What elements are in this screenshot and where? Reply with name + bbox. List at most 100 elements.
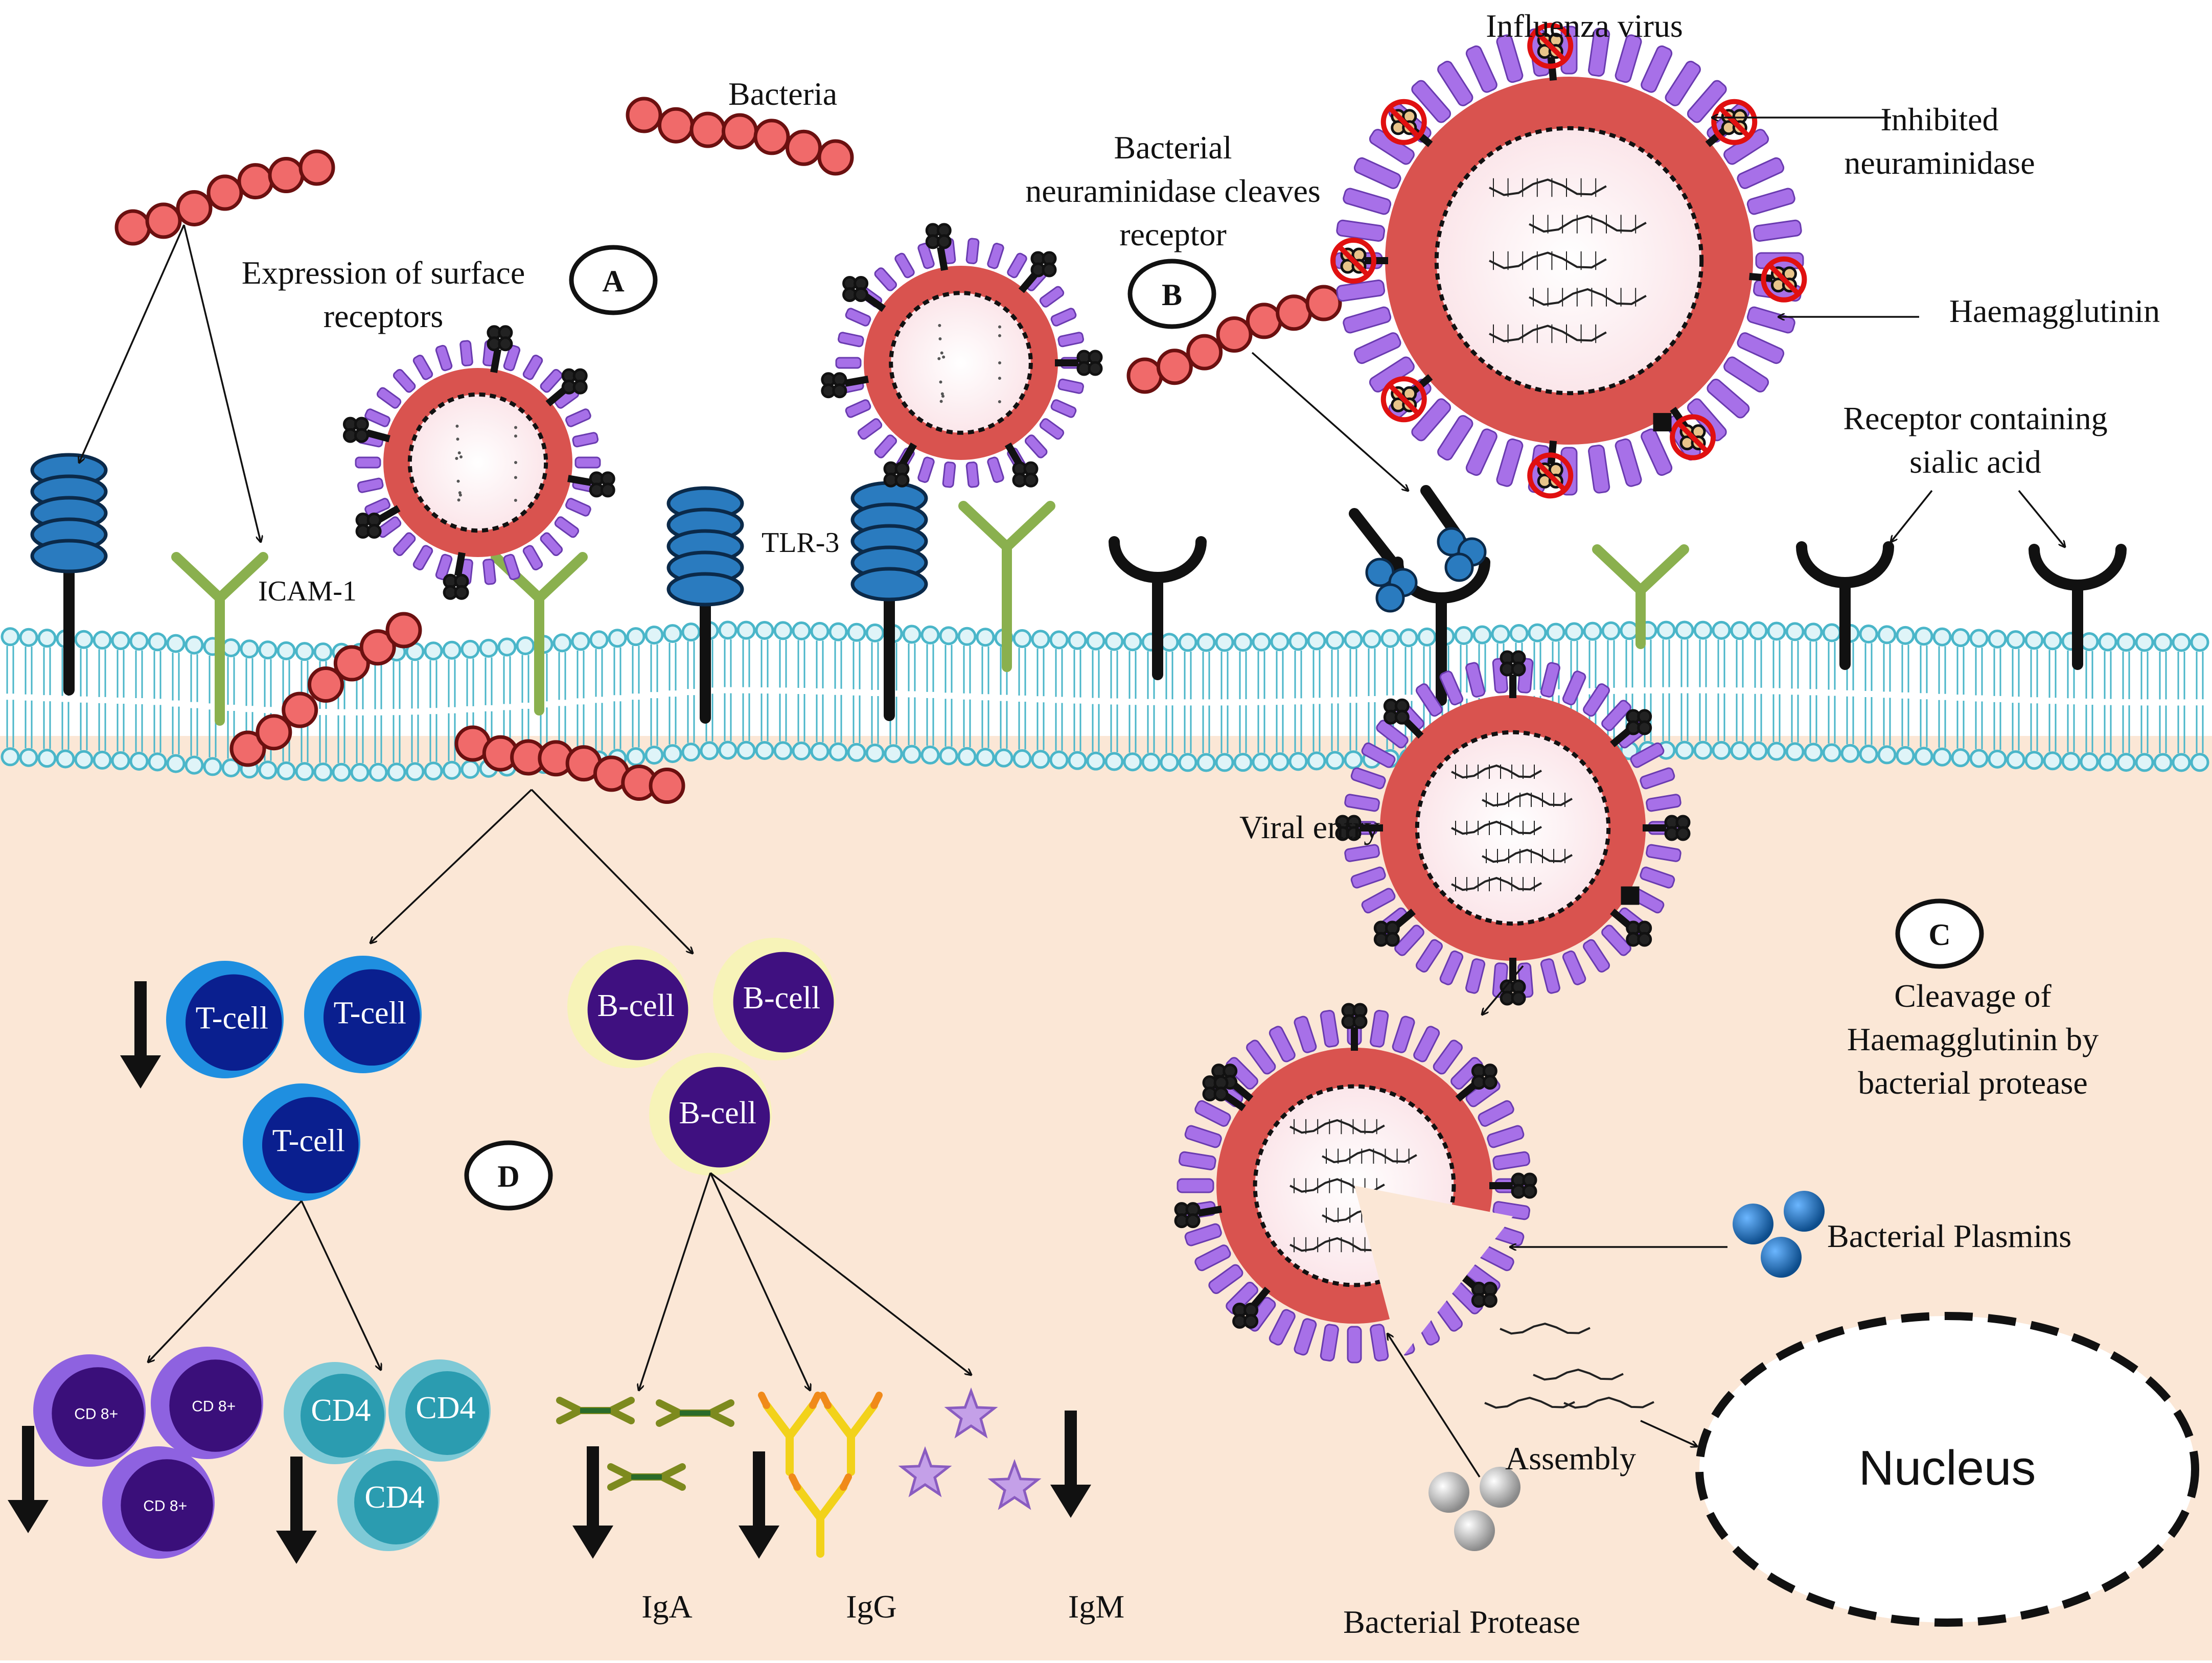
label-iga: IgA [641,1588,693,1625]
b-cell-3-label: B-cell [679,1096,757,1130]
arrow-to-tcells [371,789,533,943]
label-protease: Bacterial Protease [1343,1604,1580,1640]
b-cell-2-label: B-cell [743,981,821,1015]
marker-a: A [569,245,658,315]
down-arrow-cd8 [8,1426,49,1533]
svg-text:C: C [1928,918,1950,952]
cd4-cell-3-label: CD4 [364,1480,424,1515]
label-receptor-2: sialic acid [1909,444,2041,480]
label-receptor-1: Receptor containing [1843,400,2107,436]
label-tlr3: TLR-3 [762,527,839,559]
svg-text:B: B [1162,278,1182,312]
label-bacteria: Bacteria [728,76,837,112]
label-viral-entry: Viral entry [1239,809,1380,845]
igm-2 [898,1446,952,1497]
arrow-assembly [1640,1420,1697,1446]
arrow-receptor-right [2018,490,2065,547]
cd8-cell-3-label: CD 8+ [143,1498,187,1515]
decrease-arrows [8,981,1091,1564]
nucleus-shape [1695,1312,2199,1627]
virus-particles [342,22,1807,1409]
label-expression-2: receptors [324,298,444,334]
cd8-cell-2-label: CD 8+ [192,1398,236,1415]
marker-b: B [1127,259,1216,329]
bacteria-chain-membrane-2 [454,725,685,804]
label-plasmins: Bacterial Plasmins [1827,1218,2071,1254]
svg-text:D: D [497,1160,519,1193]
nucleus-label: Nucleus [1859,1441,2036,1495]
bacteria-chain-b [1126,285,1342,394]
arrow-protease [1388,1334,1481,1477]
sialic-receptor-3 [1796,541,1894,670]
label-bact-neur-2: neuraminidase cleaves [1025,173,1321,209]
bacteria-chain-left [114,149,335,246]
arrow-bacteria-icam [183,224,261,542]
cd4-cell-1-label: CD4 [311,1393,371,1428]
arrow-entry-to-cleaved [1482,965,1524,1014]
label-icam: ICAM-1 [258,575,357,607]
label-igm: IgM [1068,1588,1124,1625]
influenza-virus [1330,22,1807,499]
cd4-cell-3: CD4 [337,1449,440,1551]
t-cell-2: T-cell [304,956,422,1073]
tlr-receptor-3 [850,481,928,721]
arrow-bcell-iga [639,1172,711,1390]
t-cell-1: T-cell [166,961,284,1078]
igg-2 [819,1392,883,1476]
label-igg: IgG [846,1588,897,1625]
virus-cleavage [1174,1003,1537,1364]
bacteria-chain-membrane-1 [229,612,422,767]
icam-receptor-4 [1592,544,1689,649]
t-cell-3-label: T-cell [272,1123,345,1158]
arrow-bcell-igg [709,1172,810,1390]
cd8-cell-3: CD 8+ [102,1446,215,1559]
arrow-to-bcells [531,789,693,953]
virus-a [342,325,615,600]
down-arrow-iga [572,1446,613,1559]
b-cell-3: B-cell [649,1053,772,1175]
svg-text:A: A [602,264,624,298]
bacterial-protease-spheres [1428,1467,1520,1551]
marker-c: C [1895,898,1984,969]
label-haemagglutinin: Haemagglutinin [1949,293,2160,329]
arrow-tcell-cd4 [301,1200,381,1370]
igg-3 [789,1473,852,1558]
cd8-cell-1-label: CD 8+ [74,1406,118,1423]
iga-3 [607,1463,686,1491]
label-expression-1: Expression of surface [242,255,525,291]
t-cell-1-label: T-cell [196,1001,268,1035]
virus-viral-entry [1335,650,1691,1006]
igm-1 [944,1387,998,1439]
b-cell-1: B-cell [567,945,690,1068]
iga-2 [656,1399,734,1427]
t-cell-3: T-cell [243,1083,360,1201]
label-inhibited-2: neuraminidase [1844,145,2035,181]
arrow-bcell-igm [709,1172,971,1375]
arrow-receptor-left [1891,490,1933,542]
label-cleavage-3: bacterial protease [1858,1065,2088,1101]
label-inhibited-1: Inhibited [1880,101,1998,137]
bacteria-chain-top [626,97,854,176]
bacterial-plasmins-spheres [1733,1191,1825,1278]
down-arrow-igm [1050,1411,1091,1518]
cleaved-receptor [1349,485,1487,613]
icam-receptor-3 [958,501,1055,672]
iga-1 [556,1397,635,1424]
label-assembly: Assembly [1505,1440,1636,1476]
label-cleavage-1: Cleavage of [1894,978,2052,1014]
t-cell-2-label: T-cell [334,996,406,1030]
cell-membrane [1,620,2209,782]
igg-1 [758,1392,821,1476]
down-arrow-tcell [120,981,161,1089]
b-cell-1-label: B-cell [597,988,675,1023]
marker-d: D [464,1140,553,1211]
label-cleavage-2: Haemagglutinin by [1847,1021,2099,1057]
icam-receptor-2 [491,552,588,715]
icam-receptor-1 [171,552,268,726]
b-cell-2: B-cell [713,938,836,1060]
surface-receptors [30,453,2127,726]
label-bact-neur-1: Bacterial [1114,129,1232,166]
